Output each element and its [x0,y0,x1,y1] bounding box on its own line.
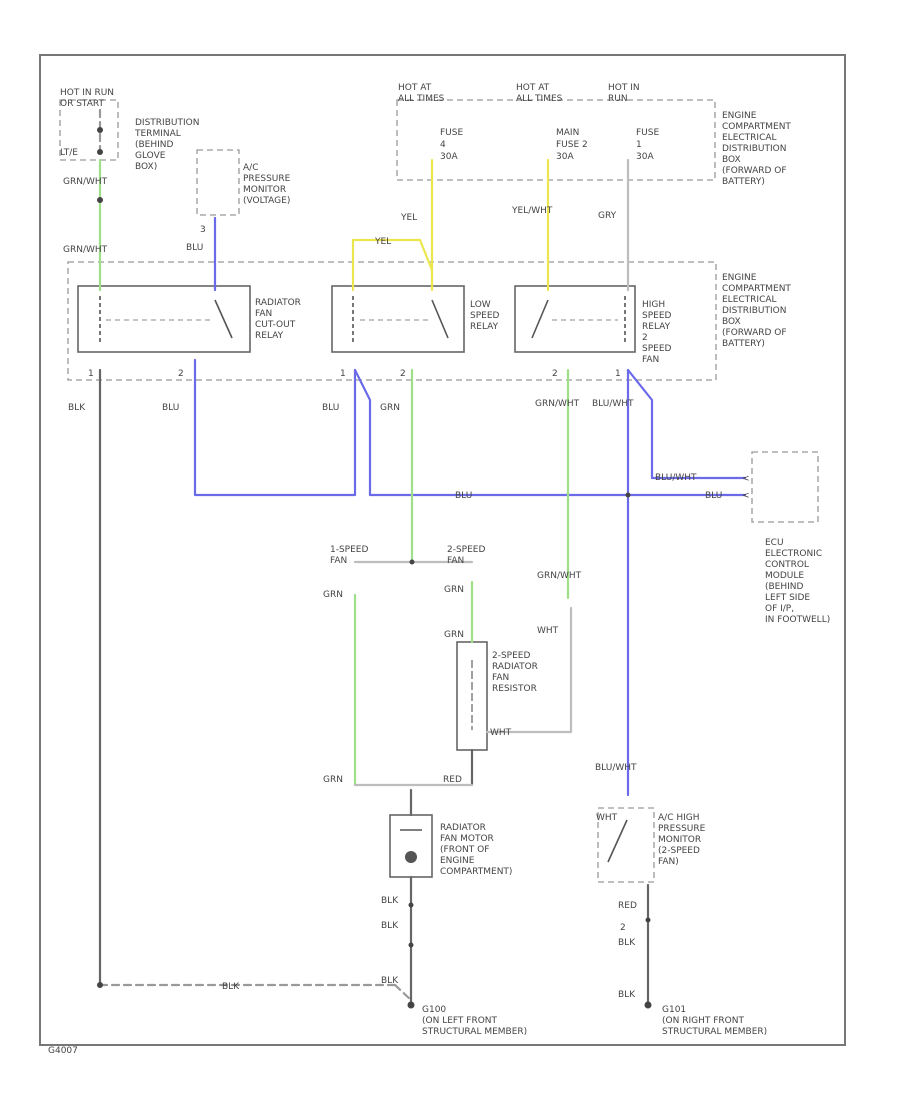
cutout-relay-box [77,285,251,353]
wire-blu-top: BLU [186,243,203,253]
wire-blk-2: BLK [381,921,399,931]
wire-blk-left: BLK [68,403,86,413]
wire-yel-1: YEL [400,213,417,223]
wire-grn: GRN [380,403,400,413]
wire-blu-wht-2: BLU/WHT [655,473,697,483]
wire-grn-wht-1: GRN/WHT [63,177,108,187]
wire-blk-3: BLK [381,976,399,986]
hp-switch-blade [607,819,628,863]
wire-grn-a: GRN [323,590,343,600]
pin-6: 1 [615,369,621,379]
wire-blu-wht: BLU/WHT [592,399,634,409]
pin-2: 2 [178,369,184,379]
svg-text:<: < [742,474,750,484]
fan-motor-box [389,814,433,878]
lte-label: LT/E [60,148,78,158]
pin-5: 2 [552,369,558,379]
diagram-frame [39,54,846,1046]
wire-blu-ecu: BLU [455,491,472,501]
wire-blu-1: BLU [162,403,179,413]
high-speed-relay-box [514,285,636,353]
wire-blu-2: BLU [322,403,339,413]
pin-7: 3 [200,225,206,235]
hp-monitor-outline [597,807,655,883]
fan-motor-symbol [405,851,417,863]
relay-box-outline [67,261,717,381]
pin-3: 1 [340,369,346,379]
ecu-connectors: < < [742,474,750,501]
wire-grn-c: GRN [444,630,464,640]
wire-blk-5: BLK [618,990,636,1000]
wire-grn-wht-3: GRN/WHT [535,399,580,409]
pin-4: 2 [400,369,406,379]
wire-grn-wht-2: GRN/WHT [63,245,108,255]
wire-wht-2: WHT [490,728,512,738]
wire-wht: WHT [537,626,559,636]
dist-terminal-outline [59,99,119,161]
pin-8: 2 [620,923,626,933]
wire-grn-d: GRN [323,775,343,785]
wire-blk-1: BLK [381,896,399,906]
pin-1: 1 [88,369,94,379]
wire-grn-b: GRN [444,585,464,595]
wire-red-2: RED [618,901,637,911]
wire-blu-ecu-2: BLU [705,491,722,501]
wire-blk-4: BLK [618,938,636,948]
wire-yel-2: YEL [374,237,391,247]
relay-internals [99,296,626,342]
low-speed-relay-box [331,285,465,353]
fig-id: G4007 [48,1046,78,1056]
wire-yel-wht: YEL/WHT [511,206,553,216]
wire-blu-wht-3: BLU/WHT [595,763,637,773]
wire-gry: GRY [598,211,617,221]
wire-wht-3: WHT [596,813,618,823]
wire-blk-bottom: BLK [222,982,240,992]
junction-dots [97,127,652,1009]
ecu-outline [751,451,819,523]
svg-text:<: < [742,491,750,501]
fuse-box-outline [396,99,716,181]
wire-grn-wht-4: GRN/WHT [537,571,582,581]
wire-red: RED [443,775,462,785]
ac-monitor-outline [196,149,240,216]
